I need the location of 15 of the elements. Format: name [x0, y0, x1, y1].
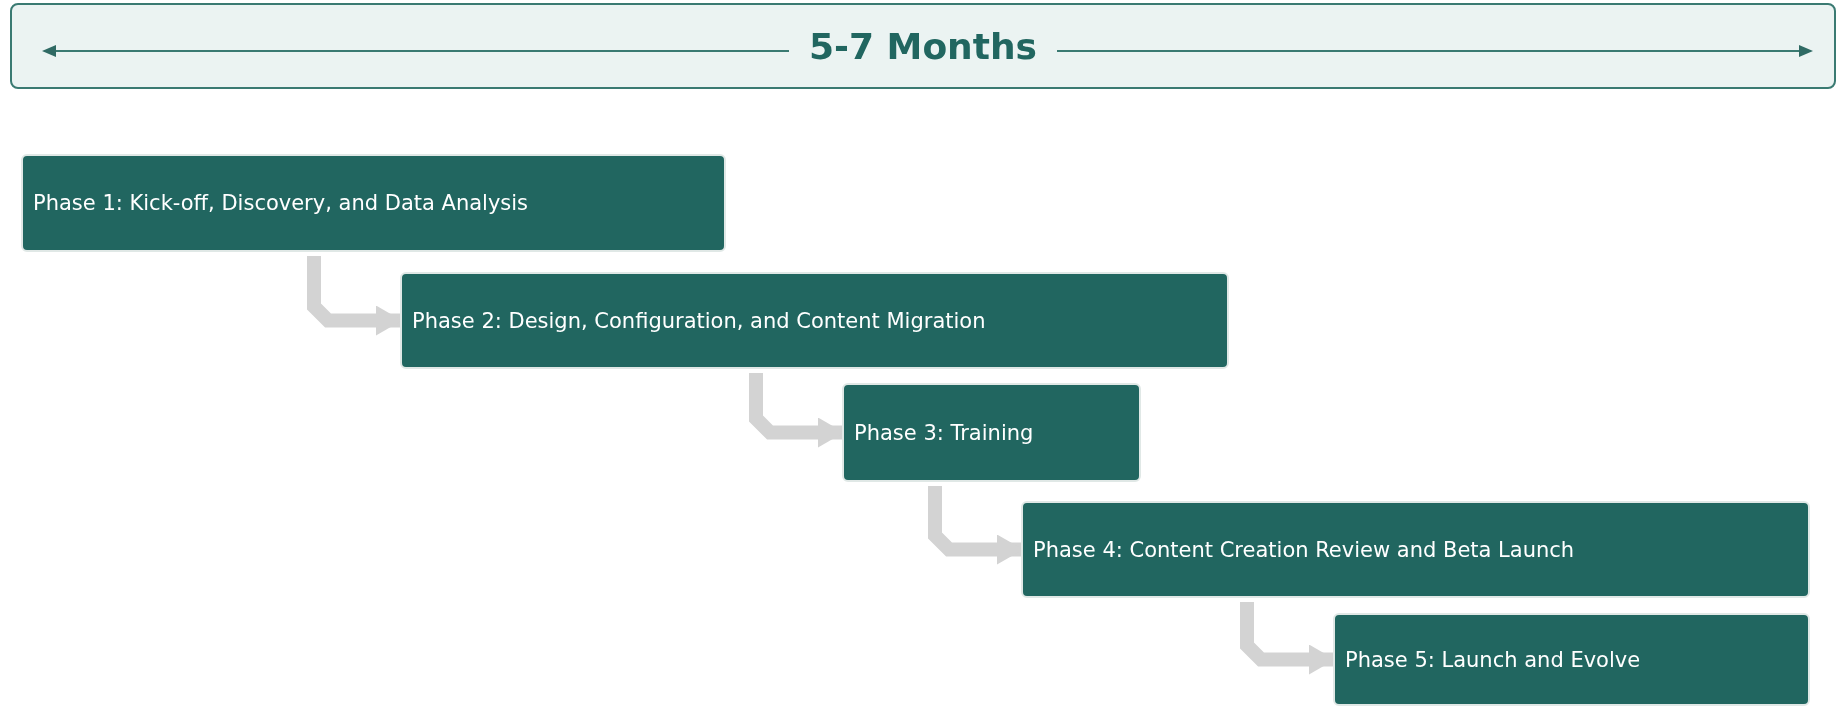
bent-arrow — [307, 256, 402, 336]
bent-arrow — [749, 373, 844, 448]
bent-arrow — [928, 486, 1023, 565]
phase-title: Phase 2: Design, Configuration, and Content Migration — [412, 308, 986, 333]
phase-box — [842, 383, 1141, 482]
phase-title: Phase 1: Kick-off, Discovery, and Data Analysis — [33, 191, 529, 215]
phase-box — [400, 272, 1229, 369]
phase-box — [21, 154, 726, 252]
phase-box — [1021, 501, 1810, 598]
duration-banner — [10, 3, 1836, 89]
phase-title: Phase 3: Training — [854, 420, 1034, 445]
bent-arrow — [1240, 602, 1335, 675]
phase-box — [1333, 613, 1810, 706]
phase-title: Phase 5: Launch and Evolve — [1345, 647, 1641, 672]
phase-title: Phase 4: Content Creation Review and Beta Launch — [1033, 537, 1575, 562]
